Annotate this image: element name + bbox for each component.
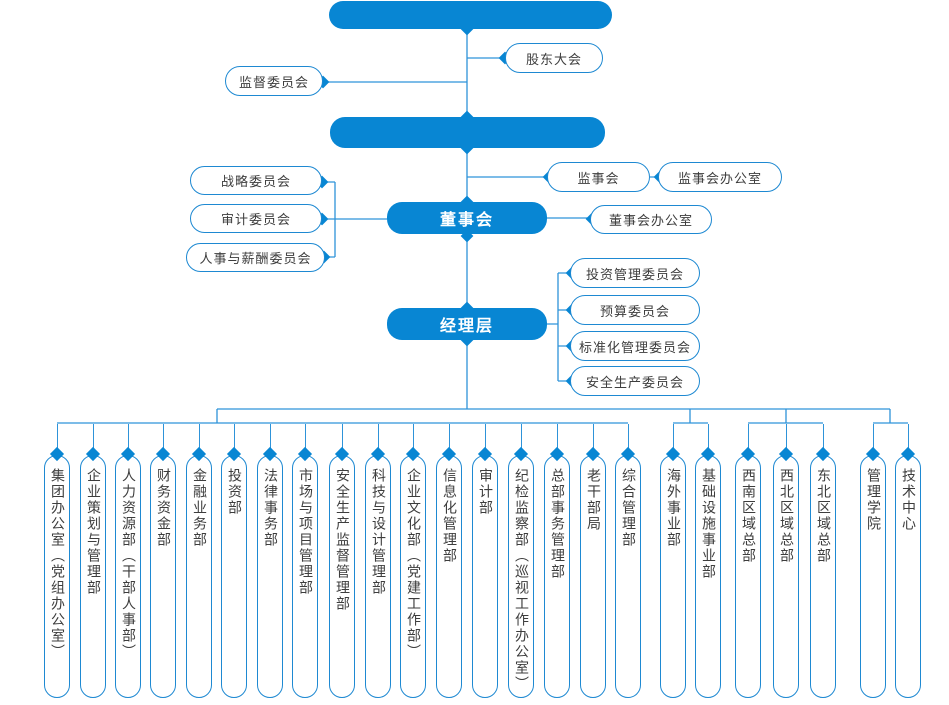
connector-line — [234, 424, 235, 455]
department-label: 基础设施事业部 — [700, 468, 716, 580]
node-management-level: 经理层 — [387, 308, 547, 340]
department-box: 技术中心 — [895, 424, 921, 698]
connector-line — [199, 424, 200, 455]
department-label: 财务资金部 — [155, 468, 171, 548]
connector-line — [93, 424, 94, 455]
connector-line — [57, 424, 58, 455]
department-box: 安全生产监督管理部 — [329, 424, 355, 698]
node-parent-group-pill — [329, 1, 612, 29]
department-box: 基础设施事业部 — [695, 424, 721, 698]
node-strategy-committee: 战略委员会 — [190, 166, 322, 195]
department-label: 企业策划与管理部 — [85, 468, 101, 596]
department-box: 东北区域总部 — [810, 424, 836, 698]
connector-line — [485, 424, 486, 455]
node-supervisors-office: 监事会办公室 — [658, 162, 782, 192]
department-label: 老干部局 — [585, 468, 601, 532]
connector-line — [786, 424, 787, 455]
department-label: 纪检监察部（巡视工作办公室） — [513, 468, 529, 692]
connector-line — [128, 424, 129, 455]
department-box: 财务资金部 — [150, 424, 176, 698]
department-box: 总部事务管理部 — [544, 424, 570, 698]
department-box: 西南区域总部 — [735, 424, 761, 698]
department-label: 人力资源部（干部人事部） — [120, 468, 136, 660]
department-label: 安全生产监督管理部 — [334, 468, 350, 612]
connector-line — [557, 424, 558, 455]
department-box: 老干部局 — [580, 424, 606, 698]
connector-line — [342, 424, 343, 455]
department-label: 集团办公室（党组办公室） — [49, 468, 65, 660]
connector-line — [873, 424, 874, 455]
department-box: 西北区域总部 — [773, 424, 799, 698]
connector-line — [521, 424, 522, 455]
department-label: 审计部 — [477, 468, 493, 516]
node-investment-mgmt-committee: 投资管理委员会 — [570, 258, 700, 288]
department-box: 海外事业部 — [660, 424, 686, 698]
department-label: 西北区域总部 — [778, 468, 794, 564]
department-label: 科技与设计管理部 — [370, 468, 386, 596]
department-label: 企业文化部（党建工作部） — [405, 468, 421, 660]
node-audit-committee: 审计委员会 — [190, 204, 322, 233]
department-label: 总部事务管理部 — [549, 468, 565, 580]
node-board-of-supervisors: 监事会 — [547, 162, 650, 192]
connector-line — [823, 424, 824, 455]
department-label: 东北区域总部 — [815, 468, 831, 564]
department-label: 投资部 — [226, 468, 242, 516]
department-box: 投资部 — [221, 424, 247, 698]
department-box: 法律事务部 — [257, 424, 283, 698]
department-box: 综合管理部 — [615, 424, 641, 698]
department-label: 信息化管理部 — [441, 468, 457, 564]
department-box: 审计部 — [472, 424, 498, 698]
connector-line — [449, 424, 450, 455]
department-box: 企业文化部（党建工作部） — [400, 424, 426, 698]
department-box: 科技与设计管理部 — [365, 424, 391, 698]
department-label: 技术中心 — [900, 468, 916, 532]
connector-line — [305, 424, 306, 455]
connector-line — [628, 424, 629, 455]
node-board-of-directors: 董事会 — [387, 202, 547, 234]
node-hr-compensation-committee: 人事与薪酬委员会 — [186, 243, 325, 272]
department-label: 法律事务部 — [262, 468, 278, 548]
department-label: 海外事业部 — [665, 468, 681, 548]
connector-line — [673, 424, 674, 455]
department-box: 纪检监察部（巡视工作办公室） — [508, 424, 534, 698]
connector-line — [378, 424, 379, 455]
department-box: 市场与项目管理部 — [292, 424, 318, 698]
department-label: 市场与项目管理部 — [297, 468, 313, 596]
node-company-pill — [330, 117, 605, 148]
connector-line — [163, 424, 164, 455]
connector-line — [748, 424, 749, 455]
department-box: 信息化管理部 — [436, 424, 462, 698]
department-box: 企业策划与管理部 — [80, 424, 106, 698]
connector-line — [593, 424, 594, 455]
department-label: 西南区域总部 — [740, 468, 756, 564]
connector-line — [708, 424, 709, 455]
node-safety-production-committee: 安全生产委员会 — [570, 366, 700, 396]
node-board-office: 董事会办公室 — [590, 205, 712, 234]
node-shareholders-meeting: 股东大会 — [505, 43, 603, 73]
department-label: 金融业务部 — [191, 468, 207, 548]
connector-line — [413, 424, 414, 455]
node-supervisory-committee: 监督委员会 — [225, 66, 323, 96]
connector-line — [908, 424, 909, 455]
department-box: 管理学院 — [860, 424, 886, 698]
department-label: 综合管理部 — [620, 468, 636, 548]
department-box: 金融业务部 — [186, 424, 212, 698]
department-box: 人力资源部（干部人事部） — [115, 424, 141, 698]
node-standardization-committee: 标准化管理委员会 — [570, 331, 700, 361]
connector-line — [270, 424, 271, 455]
department-box: 集团办公室（党组办公室） — [44, 424, 70, 698]
node-budget-committee: 预算委员会 — [570, 295, 700, 325]
department-label: 管理学院 — [865, 468, 881, 532]
